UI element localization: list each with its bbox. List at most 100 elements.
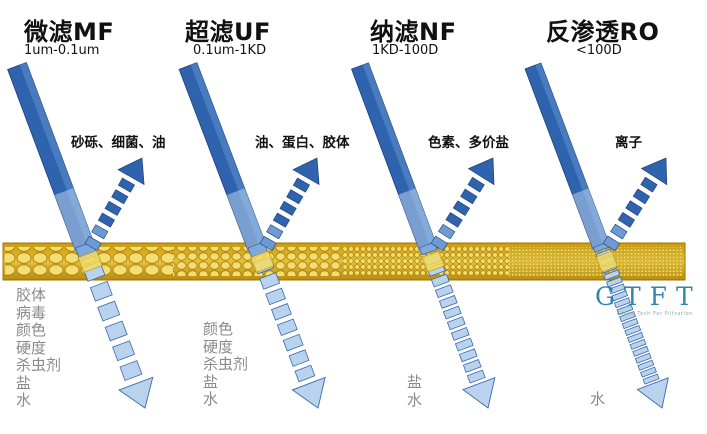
permeate-segment-ro (632, 345, 650, 357)
passed-item: 胶体 (16, 286, 47, 304)
permeate-segment-nf (454, 337, 474, 352)
range-ro: <100D (576, 43, 622, 58)
passed-item: 杀虫剂 (203, 355, 249, 373)
reject-segment-ro (602, 235, 620, 252)
logo-text: GTFT (595, 282, 702, 311)
permeate-segment-uf (282, 333, 304, 352)
passed-item: 水 (203, 390, 219, 408)
permeate-segment-ro (629, 338, 647, 350)
feed-fade-nf (398, 188, 437, 251)
permeate-segment-ro (619, 311, 636, 323)
permeate-segment-mf (89, 280, 113, 302)
permeate-segment-ro (624, 324, 642, 337)
reject-segment-nf (467, 176, 485, 193)
permeate-segment-uf (276, 318, 298, 337)
gtft-logo: GTFT Green Tech For Filtration (595, 282, 705, 322)
reject-segment-ro (640, 176, 658, 193)
passed-item: 颜色 (203, 320, 234, 338)
permeate-segment-ro (626, 331, 644, 343)
permeate-segment-mf (112, 340, 136, 362)
rejected-nf: 色素、多价盐 (428, 135, 509, 151)
passed-item: 病毒 (16, 303, 47, 322)
reject-segment-uf (259, 235, 277, 251)
reject-segment-uf (286, 189, 304, 205)
permeate-segment-uf (294, 364, 316, 383)
streams (7, 61, 669, 409)
permeate-segment-ro (606, 276, 623, 288)
passed-item: 水 (16, 391, 32, 409)
title-mf: 微滤MF (24, 18, 115, 46)
range-mf: 1um-0.1um (24, 43, 100, 58)
title-ro: 反渗透RO (546, 18, 660, 46)
permeate-segment-mf (104, 320, 128, 342)
permeate-segment-ro (616, 304, 634, 316)
range-nf: 1KD-100D (372, 43, 439, 58)
permeate-arrowhead-uf (291, 376, 326, 409)
reject-arrowhead-mf (117, 157, 145, 186)
stream-uf (178, 62, 326, 409)
reject-segment-uf (272, 212, 290, 228)
permeate-segment-nf (450, 326, 470, 341)
rejected-mf: 砂砾、细菌、油 (71, 135, 166, 151)
passed-item: 水 (590, 390, 606, 408)
reject-segment-mf (111, 189, 129, 205)
permeate-segment-ro (621, 318, 639, 330)
reject-segment-mf (91, 224, 109, 240)
reject-segment-mf (117, 177, 136, 193)
passed-item: 盐 (16, 373, 32, 392)
permeate-segment-ro (613, 297, 631, 309)
permeate-segment-ro (637, 359, 655, 371)
permeate-segment-mf (97, 300, 121, 322)
passed-list-mf: 胶体 病毒 颜色 硬度 杀虫剂 盐 水 (16, 286, 61, 410)
reject-segment-mf (97, 212, 115, 228)
logo-subtitle: Green Tech For Filtration (617, 311, 693, 317)
reject-arrowhead-nf (467, 157, 495, 186)
passed-item: 盐 (407, 373, 423, 391)
passed-item: 水 (407, 390, 423, 409)
feed-fade-uf (226, 188, 266, 252)
passed-list-ro: 水 (590, 390, 606, 409)
permeate-arrowhead-mf (118, 376, 154, 409)
reject-segment-nf (460, 188, 478, 205)
passed-list-uf: 颜色 硬度 杀虫剂 盐 水 (203, 320, 249, 409)
passed-item: 硬度 (203, 337, 234, 356)
permeate-segment-ro (611, 290, 629, 302)
reject-segment-nf (445, 212, 463, 228)
reject-segment-nf (452, 200, 471, 216)
membrane-pore-mf (77, 249, 103, 274)
permeate-arrowhead-ro (636, 377, 669, 409)
permeate-segment-nf (438, 294, 458, 309)
rejected-ro: 离子 (615, 135, 642, 151)
title-nf: 纳滤NF (370, 18, 457, 46)
membrane-pore-uf (250, 250, 275, 273)
reject-segment-ro (625, 200, 643, 216)
stream-mf (7, 61, 154, 409)
reject-segment-nf (430, 235, 448, 252)
permeate-segment-nf (446, 316, 466, 331)
membrane (2, 242, 686, 281)
passed-item: 颜色 (16, 321, 47, 339)
permeate-segment-nf (442, 305, 462, 320)
permeate-segment-uf (265, 287, 287, 306)
title-uf: 超滤UF (185, 18, 271, 46)
reject-segment-uf (266, 224, 284, 240)
permeate-segment-ro (608, 283, 626, 295)
permeate-segment-uf (259, 272, 281, 290)
stream-ro (524, 62, 669, 409)
feed-fade-ro (572, 188, 610, 251)
permeate-arrowhead-nf (462, 376, 496, 409)
rejected-uf: 油、蛋白、胶体 (255, 135, 350, 151)
range-uf: 0.1um-1KD (193, 43, 267, 58)
reject-segment-mf (104, 200, 122, 216)
permeate-segment-mf (119, 360, 143, 381)
permeate-segment-ro (634, 352, 652, 364)
passed-item: 盐 (203, 372, 219, 391)
permeate-segment-ro (640, 366, 657, 378)
stream-nf (351, 62, 496, 409)
permeate-segment-nf (458, 348, 478, 363)
passed-item: 硬度 (16, 338, 47, 357)
passed-list-nf: 盐 水 (407, 373, 423, 409)
reject-segment-uf (292, 177, 311, 193)
